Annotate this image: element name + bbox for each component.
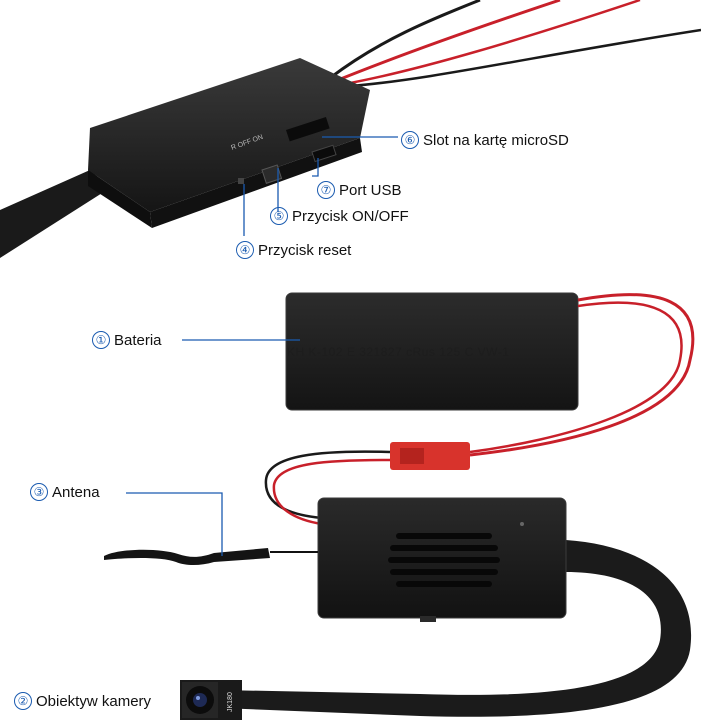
top-callout-lines	[243, 136, 398, 236]
label-text: Przycisk ON/OFF	[292, 207, 409, 225]
label-text: Bateria	[114, 331, 162, 349]
module-vent	[388, 533, 500, 587]
status-led	[520, 522, 524, 526]
battery-marking: KH K-102 E 321827 cRus 125 C VW-1	[287, 345, 509, 359]
number-6-icon: ⑥	[401, 131, 419, 149]
camera-module	[317, 497, 567, 622]
jst-connector	[390, 442, 470, 470]
label-usb-port: ⑦ Port USB	[317, 181, 402, 199]
top-flex-cable	[0, 170, 110, 258]
camera-lens-board: JK180	[180, 680, 242, 720]
bottom-callout-lines	[126, 339, 300, 556]
label-text: Obiektyw kamery	[36, 692, 152, 710]
label-camera-lens: ② Obiektyw kamery	[14, 692, 151, 710]
label-onoff-button: ⑤ Przycisk ON/OFF	[270, 207, 409, 225]
number-2-icon: ②	[14, 692, 32, 710]
battery: KH K-102 E 321827 cRus 125 C VW-1	[285, 292, 579, 411]
reset-button	[238, 178, 244, 184]
label-reset-button: ④ Przycisk reset	[236, 241, 351, 259]
number-7-icon: ⑦	[317, 181, 335, 199]
battery-wires	[469, 293, 695, 457]
label-antenna: ③ Antena	[30, 483, 100, 501]
number-3-icon: ③	[30, 483, 48, 501]
label-text: Port USB	[339, 181, 402, 199]
number-5-icon: ⑤	[270, 207, 288, 225]
number-1-icon: ①	[92, 331, 110, 349]
usb-port	[311, 144, 337, 163]
onoff-switch	[261, 164, 283, 184]
microsd-slot	[286, 117, 330, 142]
top-device-box: R OFF ON	[88, 58, 370, 228]
label-microsd-slot: ⑥ Slot na kartę microSD	[401, 131, 569, 149]
number-4-icon: ④	[236, 241, 254, 259]
label-text: Antena	[52, 483, 100, 501]
label-text: Przycisk reset	[258, 241, 352, 259]
label-text: Slot na kartę microSD	[423, 131, 569, 149]
module-wires	[264, 450, 391, 526]
flex-cable	[220, 540, 692, 717]
top-wires	[329, 0, 701, 88]
lens-marking: JK180	[227, 692, 234, 712]
label-battery: ① Bateria	[92, 331, 162, 349]
antenna	[104, 548, 318, 565]
